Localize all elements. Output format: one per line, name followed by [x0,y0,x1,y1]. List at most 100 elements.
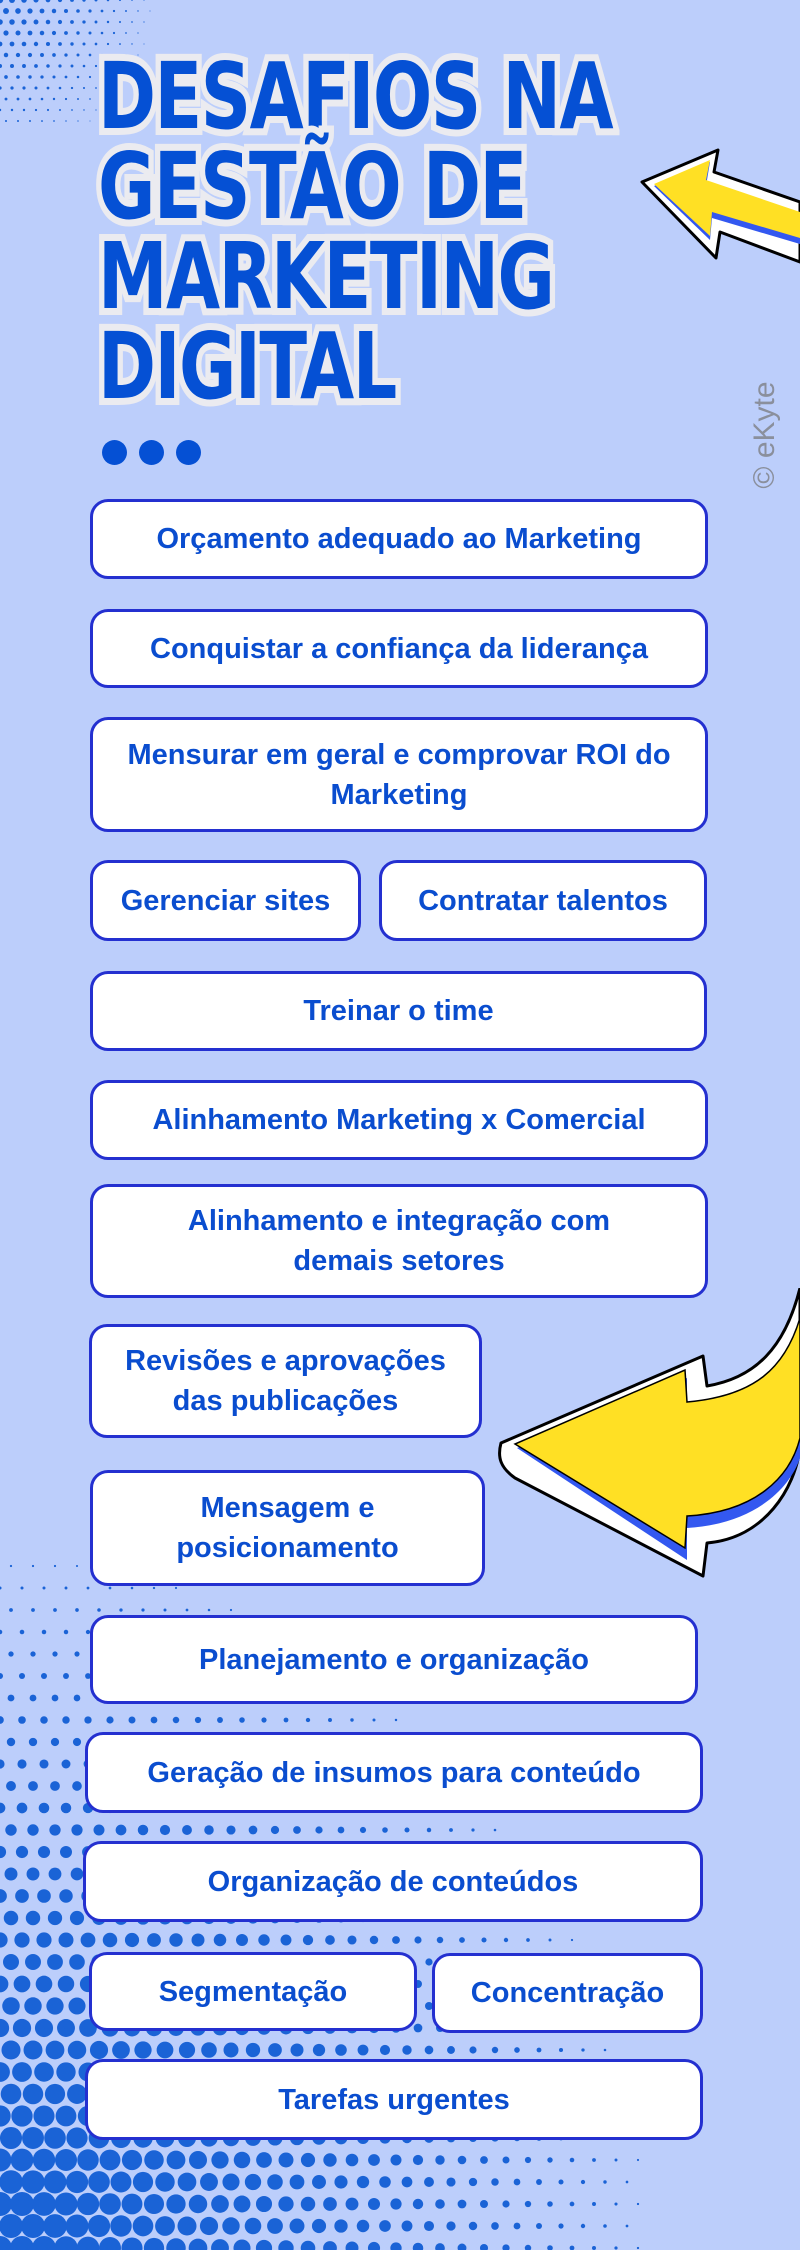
halftone-dot [12,2018,32,2038]
halftone-dot [199,2216,219,2236]
halftone-dot [41,1629,47,1635]
halftone-dot [76,31,80,35]
halftone-dot [412,2154,424,2166]
halftone-dot [207,1608,211,1612]
halftone-dot [50,1737,60,1747]
halftone-dot [200,2173,218,2191]
halftone-dot [29,120,31,122]
halftone-dot [46,64,50,68]
halftone-dot [32,2236,56,2250]
halftone-dot [110,2215,132,2237]
halftone-dot [57,0,63,3]
halftone-dot [0,2236,12,2250]
halftone-dot [130,1586,134,1590]
title-line: DESAFIOS NA [93,43,619,150]
halftone-dot [52,75,56,79]
halftone-dot [54,2192,78,2216]
halftone-dot [95,109,97,111]
halftone-dot [382,1827,388,1833]
halftone-dot [150,1716,158,1724]
halftone-dot [547,2245,553,2250]
halftone-dot [85,1629,91,1635]
halftone-dot [5,1824,17,1836]
halftone-dot [63,1629,69,1635]
halftone-dot [211,2239,229,2250]
halftone-dot [4,97,8,101]
halftone-dot [63,1673,69,1679]
halftone-dot [101,98,103,100]
halftone-dot [0,1629,3,1635]
halftone-dot [101,76,103,78]
halftone-dot [32,2148,56,2172]
halftone-dot [76,2192,100,2216]
arrow-up-left-icon [640,148,800,264]
halftone-dot [9,1564,13,1568]
halftone-dot [592,2202,596,2206]
halftone-dot [87,2214,111,2238]
halftone-dot [401,2176,413,2188]
halftone-dot [131,0,133,1]
halftone-dot [222,2173,240,2191]
halftone-dot [255,2239,273,2250]
halftone-dot [33,0,39,3]
halftone-dot [16,1802,28,1814]
halftone-dot [174,1586,178,1590]
halftone-dot [256,2152,272,2168]
halftone-dot [64,75,68,79]
halftone-dot [569,2157,575,2163]
halftone-dot [0,2170,23,2194]
halftone-dot [491,2222,499,2230]
halftone-dot [278,2152,294,2168]
halftone-dot [204,1825,214,1835]
halftone-dot [222,2217,240,2235]
halftone-dot [526,1938,530,1942]
halftone-dot [163,1608,167,1612]
halftone-dot [636,2158,640,2162]
halftone-dot [423,2220,435,2232]
halftone-dot [425,1958,433,1966]
halftone-dot [27,30,33,36]
halftone-dot [46,86,50,90]
halftone-dot [143,0,145,1]
halftone-dot [201,2042,217,2058]
halftone-dot [47,1954,63,1970]
halftone-dot [471,1828,475,1832]
halftone-dot [141,1608,145,1612]
halftone-dot [502,2200,510,2208]
halftone-dot [51,1694,59,1702]
halftone-dot [54,2236,78,2250]
halftone-dot [100,53,104,57]
challenge-item: Tarefas urgentes [85,2059,703,2140]
halftone-dot [95,87,97,89]
challenge-item: Treinar o time [90,971,707,1051]
halftone-dot [457,2243,467,2250]
halftone-dot [54,2148,78,2172]
halftone-dot [70,86,74,90]
halftone-dot [248,1825,258,1835]
halftone-dot [359,1826,367,1834]
halftone-dot [67,2084,87,2104]
halftone-dot [14,1932,30,1948]
halftone-dot [356,2219,370,2233]
halftone-dot [311,2218,327,2234]
halftone-dot [124,1932,140,1948]
halftone-dot [53,1608,57,1612]
halftone-dot [502,2244,510,2250]
halftone-dot [143,2237,165,2250]
halftone-dot [300,2240,316,2250]
halftone-dot [267,2218,283,2234]
halftone-dot [0,1889,7,1903]
halftone-dot [0,19,3,25]
halftone-dot [149,10,151,12]
halftone-dot [436,1936,444,1944]
halftone-dot [58,1932,74,1948]
halftone-dot [27,1824,39,1836]
halftone-dot [100,31,104,35]
halftone-dot [469,2046,477,2054]
halftone-dot [115,1824,127,1836]
halftone-dot [121,2193,143,2215]
halftone-dot [244,2173,262,2191]
halftone-dot [156,2041,174,2059]
halftone-dot [46,1997,64,2015]
halftone-dot [155,2216,175,2236]
